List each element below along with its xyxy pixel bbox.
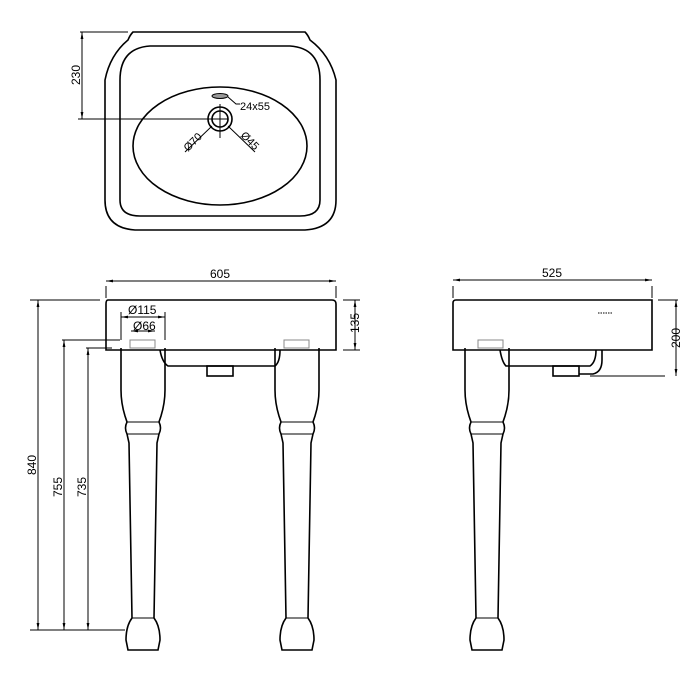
dim-side-height: 200 — [669, 328, 683, 348]
dim-total-height: 840 — [25, 455, 39, 475]
dim-leg-inner: Ø66 — [133, 319, 156, 333]
dim-height-755: 755 — [51, 477, 65, 497]
dim-tap-hole: 24x55 — [240, 101, 270, 113]
dim-leg-outer: Ø115 — [128, 303, 157, 317]
side-view: 525 200 — [452, 266, 683, 651]
dim-height-735: 735 — [75, 477, 89, 497]
top-view: 230 24x55 Ø70 Ø45 — [69, 31, 337, 231]
dim-front-width: 605 — [210, 267, 230, 281]
dim-waste-inner: Ø45 — [238, 130, 261, 153]
dim-top-depth: 230 — [69, 65, 83, 85]
dim-waste-outer: Ø70 — [182, 131, 205, 154]
front-view: 605 135 Ø115 Ø66 840 755 735 — [25, 267, 362, 651]
dim-basin-height: 135 — [348, 313, 362, 333]
dim-side-depth: 525 — [542, 266, 562, 280]
